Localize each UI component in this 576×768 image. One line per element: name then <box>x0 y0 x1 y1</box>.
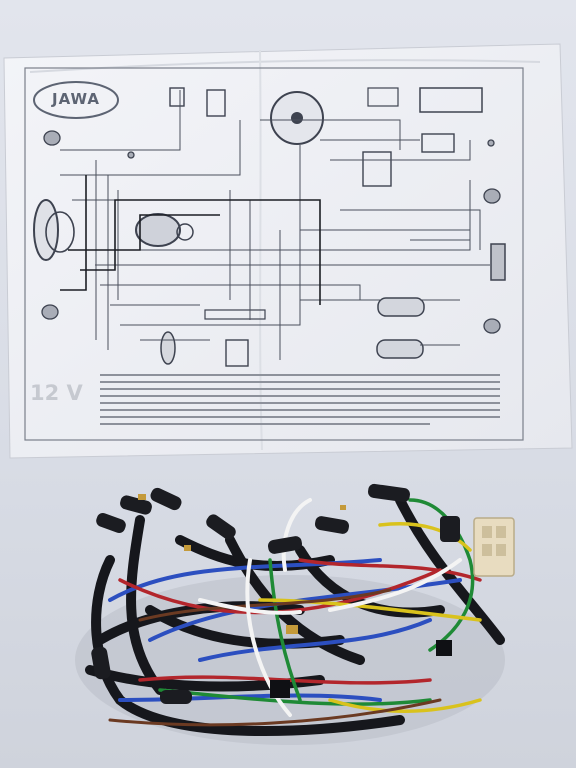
bulb-icon <box>41 130 501 334</box>
ignition-switch-icon <box>270 91 324 145</box>
terminal-strip-icon <box>204 309 266 320</box>
jawa-logo: JAWA <box>33 81 119 119</box>
wires-brown <box>108 588 442 727</box>
wires-white <box>198 498 462 717</box>
horn-icon <box>160 331 176 365</box>
generator-icon <box>135 213 194 247</box>
connector-block-icon <box>362 87 483 187</box>
wiring-harness <box>75 483 515 745</box>
legend-fine-print <box>100 374 500 425</box>
relay-icon <box>206 89 226 117</box>
fuse-icon <box>169 87 185 107</box>
paper <box>3 43 573 459</box>
diagram-border <box>24 67 524 441</box>
multi-pin-connector <box>473 517 515 577</box>
regulator-icon <box>225 339 249 367</box>
rubber-boots <box>91 483 460 704</box>
tape-wrap <box>436 640 452 656</box>
logo-text: JAWA <box>51 90 100 108</box>
diagram-sheet: JAWA <box>3 43 573 459</box>
wires-yellow <box>258 521 482 713</box>
paper-crease <box>259 49 263 451</box>
ignition-coil-icon <box>376 297 425 359</box>
voltage-label: 12 V <box>30 381 84 405</box>
diagram-wiring-bold <box>60 175 321 305</box>
headlight-icon <box>33 199 75 261</box>
tape-wrap <box>270 680 290 698</box>
brass-terminals <box>138 494 346 634</box>
wires-green <box>158 498 475 706</box>
tail-light-icon <box>490 243 506 281</box>
